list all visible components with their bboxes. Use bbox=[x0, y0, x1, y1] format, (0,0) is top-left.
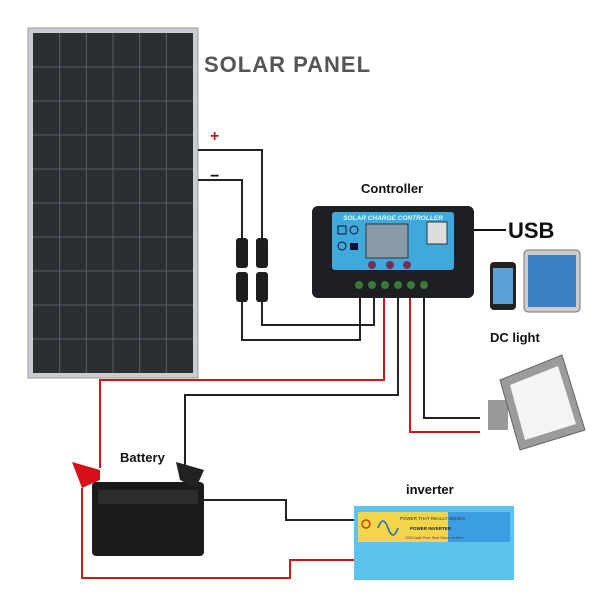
inverter-label: inverter bbox=[406, 482, 454, 497]
dc-flood-light bbox=[488, 354, 586, 451]
load-negative-wire bbox=[423, 292, 480, 419]
controller-label: Controller bbox=[361, 181, 424, 196]
battery-positive-wire bbox=[99, 292, 385, 468]
battery bbox=[72, 462, 204, 556]
mc4-connectors bbox=[236, 238, 268, 302]
controller-title: SOLAR CHARGE CONTROLLER bbox=[343, 215, 443, 222]
negative-clamp bbox=[176, 462, 204, 488]
load-positive-wire bbox=[409, 292, 480, 433]
positive-clamp bbox=[72, 462, 100, 488]
minus-label: − bbox=[210, 168, 220, 185]
plus-label: + bbox=[210, 128, 220, 145]
inverter-name: POWER INVERTER bbox=[410, 526, 452, 531]
solar-panel-label: SOLAR PANEL bbox=[204, 52, 372, 77]
usb-label: USB bbox=[508, 218, 555, 243]
panel-positive-wire bbox=[198, 149, 263, 240]
phone-tablet-icons bbox=[490, 249, 581, 313]
battery-negative-wire bbox=[184, 292, 399, 468]
solar-panel bbox=[27, 27, 199, 379]
inverter: POWER THAT REALLY MOVES POWER INVERTER 1… bbox=[354, 506, 514, 580]
panel-negative-wire bbox=[198, 179, 243, 240]
battery-label: Battery bbox=[120, 450, 165, 465]
inverter-spec: 1000 watt Pure Sine Wave Inverter bbox=[405, 536, 464, 540]
dc-light-label: DC light bbox=[490, 330, 540, 345]
inverter-slogan: POWER THAT REALLY MOVES bbox=[400, 516, 465, 521]
charge-controller: SOLAR CHARGE CONTROLLER bbox=[312, 206, 474, 298]
